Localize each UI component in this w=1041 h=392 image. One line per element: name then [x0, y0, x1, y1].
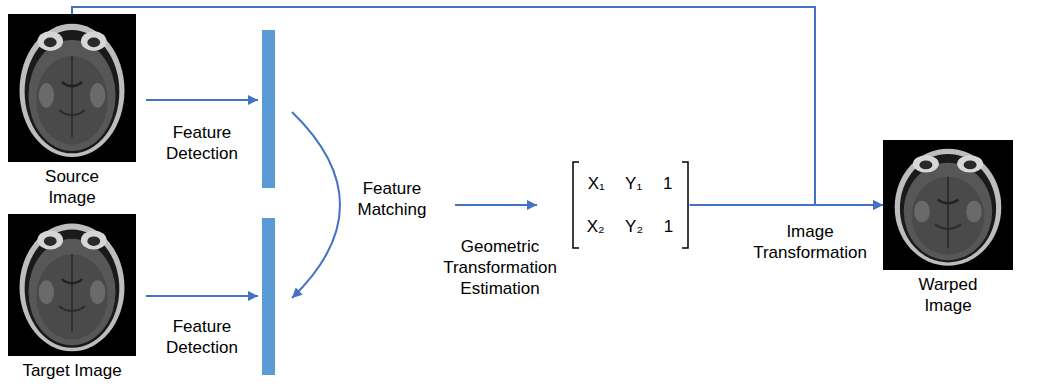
step-label: Geometric Transformation Estimation — [433, 236, 567, 299]
image-box: Target Image — [8, 214, 136, 356]
matrix-row: X₁ Y₁ 1 — [585, 173, 676, 194]
image-caption: Target Image — [0, 360, 147, 381]
estimation-arrow — [455, 204, 537, 206]
image-caption: Warped Image — [903, 274, 993, 316]
feature-bar — [262, 30, 275, 188]
connector — [72, 7, 883, 205]
image-caption: Source Image — [32, 166, 112, 208]
mri-image — [883, 140, 1013, 270]
step-label: Feature Detection — [156, 316, 248, 358]
mri-image — [8, 214, 136, 356]
bracket — [573, 162, 579, 248]
matrix-box: X₁ Y₁ 1 X₂ Y₂ 1 — [571, 161, 690, 249]
matching-arrow — [292, 112, 340, 298]
image-box: Source Image — [8, 14, 136, 162]
step-label: Feature Detection — [156, 122, 248, 164]
detection-arrow — [146, 99, 258, 101]
edge-label: Image Transformation — [745, 221, 875, 263]
image-box: Warped Image — [883, 140, 1013, 270]
matrix-row: X₂ Y₂ 1 — [585, 216, 676, 237]
mri-image — [8, 14, 136, 162]
feature-bar — [262, 218, 275, 375]
detection-arrow — [146, 295, 258, 297]
step-label: Feature Matching — [348, 178, 436, 220]
bracket — [682, 162, 688, 248]
